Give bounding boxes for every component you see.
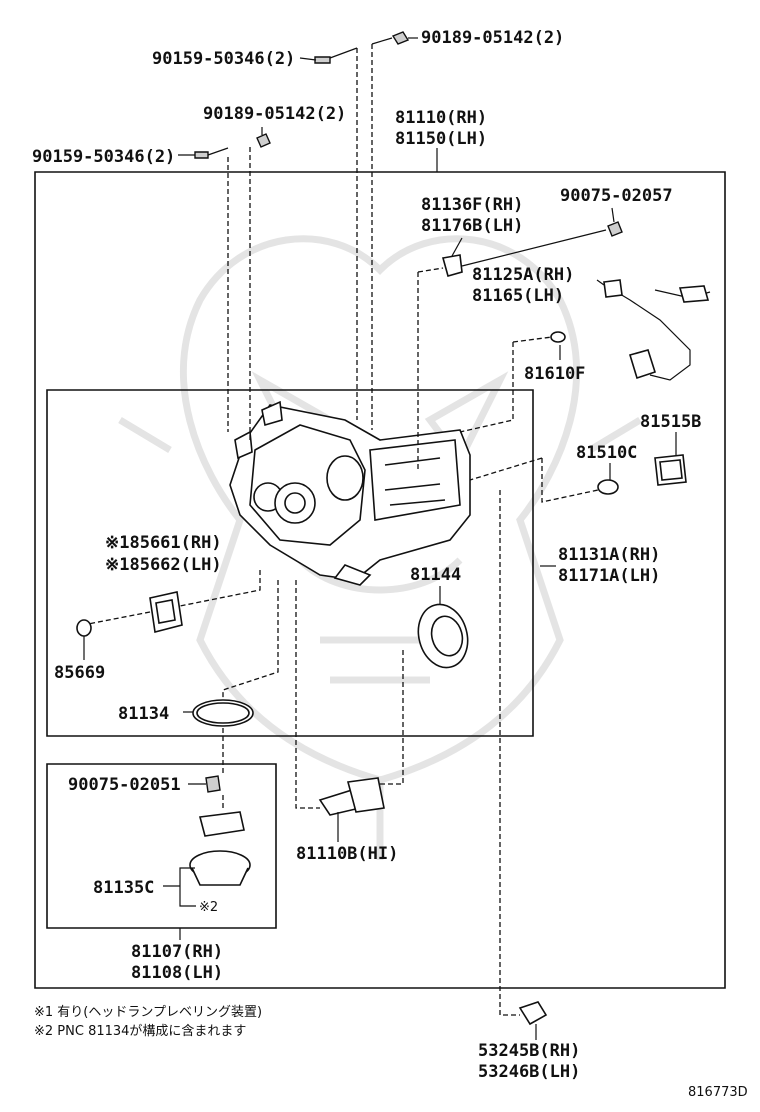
callout-bracket-rh: 81136F(RH) bbox=[421, 195, 523, 215]
callout-clip-top-right: 90189-05142(2) bbox=[421, 28, 564, 48]
callout-clamp-rh: 53245B(RH) bbox=[478, 1041, 580, 1061]
callout-socket: 81515B bbox=[640, 412, 701, 432]
callout-leveling-lh: ※185662(LH) bbox=[105, 555, 222, 575]
callout-wire-lh: 81165(LH) bbox=[472, 286, 564, 306]
footnote-2: ※2 PNC 81134が構成に含まれます bbox=[34, 1023, 246, 1039]
callout-housing-lh: 81171A(LH) bbox=[558, 566, 660, 586]
callout-wire-rh: 81125A(RH) bbox=[472, 265, 574, 285]
callout-hi-bulb: 81110B(HI) bbox=[296, 844, 398, 864]
callout-housing-rh: 81131A(RH) bbox=[558, 545, 660, 565]
callout-screw-bracket: 90075-02057 bbox=[560, 186, 673, 206]
callout-clip-mid: 90189-05142(2) bbox=[203, 104, 346, 124]
callout-screw-top-left: 90159-50346(2) bbox=[152, 49, 295, 69]
callout-leveling-rh: ※185661(RH) bbox=[105, 533, 222, 553]
callout-clamp-lh: 53246B(LH) bbox=[478, 1062, 580, 1082]
callout-sub-rh: 81107(RH) bbox=[131, 942, 223, 962]
callout-cap: 81144 bbox=[410, 565, 461, 585]
assembly-frame bbox=[34, 171, 726, 989]
footnote-1: ※1 有り(ヘッドランプレベリング装置) bbox=[34, 1005, 262, 1020]
callout-socket-sub: 81135C bbox=[93, 878, 154, 898]
headlamp-body bbox=[229, 400, 471, 586]
housing-frame bbox=[46, 389, 534, 737]
callout-screw-left: 90159-50346(2) bbox=[32, 147, 175, 167]
callout-bulb-side: 81510C bbox=[576, 443, 637, 463]
callout-oring: 85669 bbox=[54, 663, 105, 683]
leader-lines bbox=[83, 37, 677, 1040]
callout-sub-lh: 81108(LH) bbox=[131, 963, 223, 983]
callout-screw-sub: 90075-02051 bbox=[68, 775, 181, 795]
callout-gasket: 81134 bbox=[118, 704, 169, 724]
callout-bulb-small: 81610F bbox=[524, 364, 585, 384]
diagram-code: 816773D bbox=[688, 1085, 748, 1100]
callout-labels: 90159-50346(2) 90189-05142(2) 90189-0514… bbox=[32, 28, 701, 1082]
callout-assy-rh: 81110(RH) bbox=[395, 108, 487, 128]
sub-assembly-frame bbox=[46, 763, 277, 929]
small-parts bbox=[76, 31, 711, 1026]
callout-note2-mark: ※2 bbox=[199, 900, 218, 915]
watermark-emblem bbox=[118, 235, 642, 860]
footnotes: ※1 有り(ヘッドランプレベリング装置) ※2 PNC 81134が構成に含まれ… bbox=[34, 1005, 262, 1039]
dashed-leaders bbox=[87, 44, 599, 1016]
callout-assy-lh: 81150(LH) bbox=[395, 129, 487, 149]
callout-bracket-lh: 81176B(LH) bbox=[421, 216, 523, 236]
